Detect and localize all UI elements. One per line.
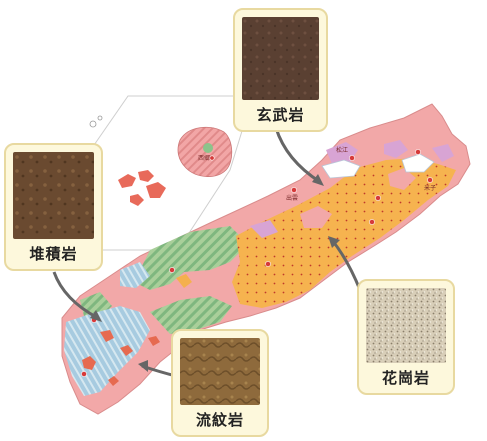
rock-label-kako: 花崗岩: [381, 369, 430, 387]
arrow-head: [138, 360, 148, 372]
geology-zone-green: [134, 226, 248, 290]
callout-taiseki: 堆積岩: [4, 143, 103, 271]
rock-label-taiseki: 堆積岩: [29, 245, 78, 263]
geology-zone-green: [150, 296, 232, 334]
small-islet: [97, 115, 103, 121]
lake-nakaumi: [401, 153, 435, 173]
rock-photo-taiseki: [13, 152, 94, 239]
place-label-oki: 西郷: [198, 154, 210, 162]
rock-label-ryumon: 流紋岩: [195, 411, 244, 429]
geology-zone-blue: [120, 262, 150, 288]
red-patch: [100, 330, 114, 342]
dozen-island: [118, 174, 136, 188]
arrow-genbu: [274, 127, 321, 184]
arrow-head: [90, 310, 102, 322]
dozen-island: [146, 182, 166, 198]
geology-zone-pink-inset: [300, 206, 332, 228]
geology-zone-pink-inset: [388, 168, 416, 190]
city-marker: [427, 177, 433, 183]
city-marker: [369, 219, 375, 225]
city-marker: [169, 267, 175, 273]
city-marker: [415, 149, 421, 155]
rock-photo-genbu: [242, 17, 319, 100]
place-label-matsue: 松江: [336, 146, 348, 154]
lake-shinji: [321, 159, 361, 179]
arrow-head: [328, 236, 340, 248]
dozen-island: [130, 194, 144, 206]
callout-ryumon: 流紋岩: [171, 329, 269, 437]
geology-zone-basalt: [432, 144, 454, 162]
place-label-izumo: 出雲: [286, 194, 298, 202]
rock-label-genbu: 玄武岩: [256, 106, 305, 124]
geology-zone-basalt: [384, 140, 408, 158]
place-label-yasugi: 米子: [424, 184, 436, 192]
geology-zone-granite: [232, 158, 456, 308]
red-patch: [82, 356, 96, 370]
geology-zone-basalt: [250, 220, 278, 238]
city-marker: [265, 261, 271, 267]
city-marker: [349, 155, 355, 161]
arrow-taiseki: [52, 271, 99, 320]
dozen-island: [138, 170, 154, 182]
city-marker: [81, 371, 87, 377]
rock-photo-kako: [366, 288, 446, 363]
red-patch: [108, 376, 119, 386]
island-green-area: [203, 143, 213, 153]
red-patch: [148, 336, 160, 346]
callout-genbu: 玄武岩: [233, 8, 328, 132]
red-patch: [120, 345, 133, 356]
small-islet: [89, 120, 97, 128]
arrow-head: [312, 174, 324, 186]
rock-photo-ryumon: [180, 338, 260, 405]
city-marker: [291, 187, 297, 193]
callout-kako: 花崗岩: [357, 279, 455, 395]
city-marker: [209, 155, 215, 161]
city-marker: [375, 195, 381, 201]
orange-patch: [176, 274, 192, 288]
